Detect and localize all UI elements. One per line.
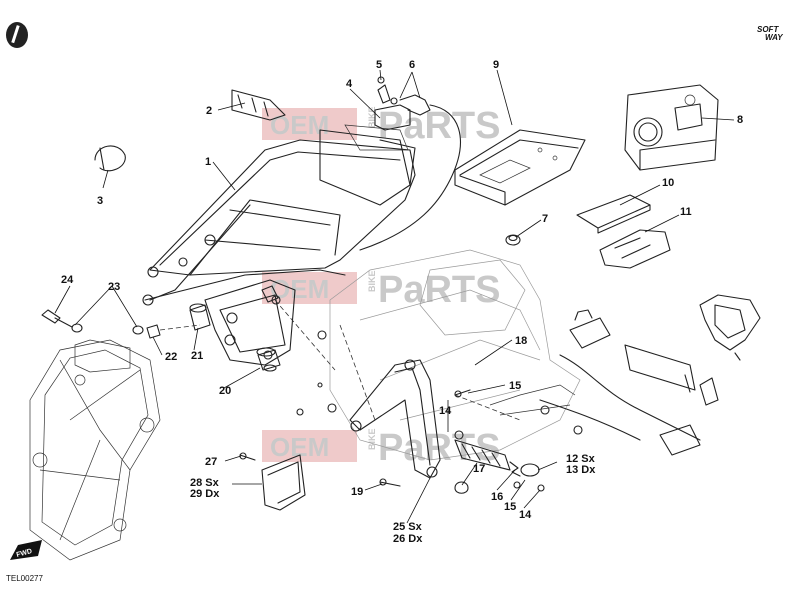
callout-14-lower: 14 (519, 509, 532, 521)
foam-pad (576, 194, 651, 234)
callout-22: 22 (165, 351, 177, 363)
tail-body-outline (329, 249, 581, 461)
callout-8: 8 (737, 114, 743, 126)
callout-14-upper: 14 (439, 405, 452, 417)
callout-21: 21 (191, 350, 203, 362)
callout-26: 26 Dx (393, 533, 423, 545)
callout-5: 5 (376, 59, 382, 71)
forward-direction-icon: FWD (10, 540, 42, 560)
callout-16: 16 (491, 491, 503, 503)
callout-7: 7 (542, 213, 548, 225)
callout-4: 4 (346, 78, 353, 90)
callout-11: 11 (680, 206, 692, 218)
callout-20: 20 (219, 385, 231, 397)
callout-6: 6 (409, 59, 415, 71)
callout-29: 29 Dx (190, 488, 220, 500)
forward-label: FWD (16, 548, 33, 559)
callout-1: 1 (205, 156, 211, 168)
callout-19: 19 (351, 486, 363, 498)
callout-labels: 1 2 3 4 5 6 7 8 9 10 11 12 Sx 13 Dx 14 1… (61, 59, 743, 545)
callout-25: 25 Sx (393, 521, 423, 533)
callout-17: 17 (473, 463, 485, 475)
brand-mark: SOFT WAY (757, 25, 783, 42)
footpeg-spring (509, 461, 545, 492)
rubber-bushing (256, 347, 281, 372)
leader-lines (54, 69, 735, 524)
watermark-mid: BIKE (367, 106, 377, 128)
callout-12: 12 Sx (566, 453, 596, 465)
drawing-code: TEL00277 (6, 574, 43, 583)
footpeg-hanger (349, 359, 441, 479)
watermark-mid: BIKE (367, 270, 377, 292)
brand-line-1: SOFT (757, 25, 779, 34)
tool-pouch (599, 229, 671, 269)
watermark-left: OEM (270, 110, 329, 140)
callout-10: 10 (662, 177, 674, 189)
callout-28: 28 Sx (190, 477, 220, 489)
manual-logo-icon (6, 22, 28, 48)
rubber-mount (189, 303, 211, 331)
callout-9: 9 (493, 59, 499, 71)
rear-subframe (142, 124, 416, 306)
callout-24: 24 (61, 274, 74, 286)
battery-tray (454, 129, 586, 206)
callout-13: 13 Dx (566, 464, 596, 476)
grommet (505, 234, 521, 246)
callout-18: 18 (515, 335, 527, 347)
watermark-right: PaRTS (378, 269, 500, 311)
reflector (699, 377, 719, 406)
watermark-right: PaRTS (378, 105, 500, 147)
heel-guard (261, 454, 306, 511)
watermark-left: OEM (270, 432, 329, 462)
assembly-lines (159, 299, 521, 421)
seat-lock-assembly (359, 76, 461, 251)
bolt-and-washers (41, 309, 161, 339)
cable-tie (94, 145, 126, 172)
callout-27: 27 (205, 456, 217, 468)
watermark-left: OEM (270, 274, 329, 304)
detent-ball (454, 481, 469, 494)
main-frame-outline (29, 339, 161, 561)
callout-15-upper: 15 (509, 380, 521, 392)
watermark-middle: OEM BIKE PaRTS (262, 269, 500, 311)
callout-2: 2 (206, 105, 212, 117)
callout-3: 3 (97, 195, 103, 207)
license-plate-bracket (699, 294, 761, 361)
brand-line-2: WAY (765, 33, 783, 42)
watermark-mid: BIKE (367, 428, 377, 450)
fuse-box (624, 84, 719, 171)
small-fasteners (239, 330, 471, 487)
wiring-harness (489, 309, 701, 456)
callout-15-lower: 15 (504, 501, 516, 513)
callout-23: 23 (108, 281, 120, 293)
